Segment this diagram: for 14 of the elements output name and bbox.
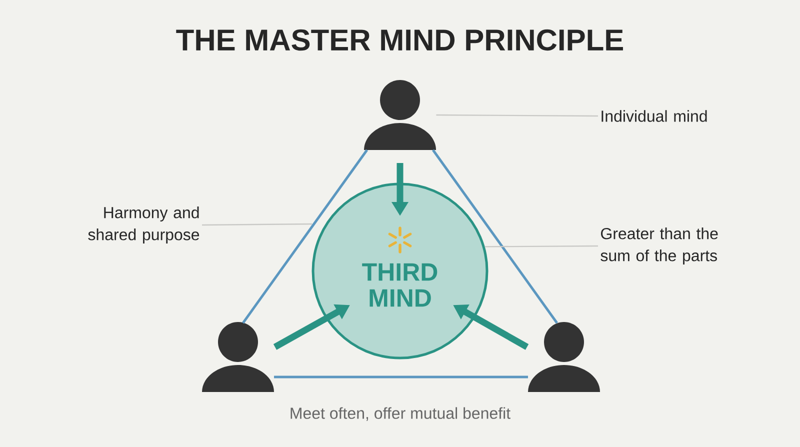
annotation-text: Individual mind [602,110,707,122]
person-icon [202,322,274,392]
leader-line [484,245,598,248]
person-icon [528,322,600,392]
leader-line [202,223,312,226]
caption: Meet often, offer mutual benefit [290,407,510,421]
title: THE MASTER MIND PRINCIPLE [176,29,623,51]
annotation-text: Greater than the sum of the parts [600,228,718,264]
person-icon [364,80,436,150]
annotation-text: Harmony and shared purpose [88,206,200,244]
connector-line [432,149,558,324]
connector-line [274,376,528,378]
leader-line [436,114,598,117]
connector-line [242,149,368,324]
